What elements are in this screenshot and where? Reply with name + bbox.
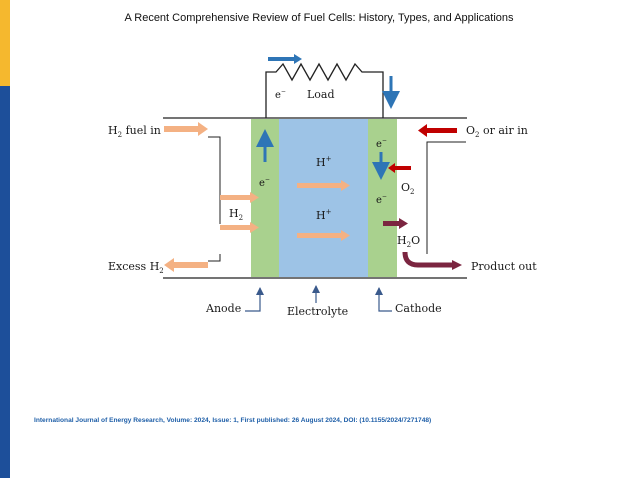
proton-arrow-lower (297, 233, 341, 238)
electron-flow-right-arrowhead (294, 54, 302, 64)
h2-to-anode-arrowhead-lower (250, 222, 259, 233)
cathode-pointer (375, 287, 392, 312)
h2-to-anode-arrowhead-upper (250, 192, 259, 203)
proton-arrowhead-upper (341, 180, 350, 191)
proton-arrow-upper (297, 183, 341, 188)
anode-fuel-inlet-line (208, 136, 221, 224)
excess-h2-arrowhead (164, 258, 174, 272)
h2-fuel-in-label: H2 fuel in (108, 124, 161, 139)
load-electron-label: e− (275, 88, 286, 101)
o2-to-cathode-arrowhead (388, 163, 395, 173)
h2-fuel-in-arrow (164, 126, 198, 132)
cathode-electron-label-upper: e− (376, 137, 387, 150)
h2-to-anode-arrow-lower (220, 225, 250, 230)
cathode-electrode (368, 119, 397, 277)
proton-arrowhead-lower (341, 230, 350, 241)
excess-h2-label: Excess H2 (108, 260, 164, 275)
cathode-air-inlet-line (426, 141, 466, 254)
external-circuit-wire (265, 62, 384, 118)
o2-or-air-in-label: O2 or air in (466, 124, 528, 139)
accent-bar-blue (0, 86, 10, 478)
o2-to-cathode-arrow (395, 166, 411, 170)
h2o-label: H2O (397, 234, 420, 249)
h2-to-anode-arrow-upper (220, 195, 250, 200)
anode-pointer (245, 287, 264, 312)
electron-flow-right-arrow (268, 57, 294, 61)
product-out-arrow (402, 251, 452, 268)
o2-in-arrowhead (418, 124, 427, 137)
accent-bar-yellow (0, 0, 10, 86)
h2-fuel-in-arrowhead (198, 122, 208, 136)
load-label: Load (307, 88, 335, 101)
electrolyte-label: Electrolyte (287, 305, 348, 318)
excess-h2-arrow (174, 262, 208, 268)
anode-label: Anode (205, 302, 241, 315)
slide-title: A Recent Comprehensive Review of Fuel Ce… (124, 12, 514, 24)
product-out-label: Product out (471, 260, 537, 273)
h-plus-label-upper: H+ (316, 155, 332, 169)
h-plus-label-lower: H+ (316, 208, 332, 222)
water-out-arrowhead (399, 218, 408, 229)
cathode-electron-label-lower: e− (376, 193, 387, 206)
o2-in-arrow (427, 128, 457, 133)
cathode-label: Cathode (395, 302, 442, 315)
o2-cathode-label: O2 (401, 181, 415, 196)
electrolyte-region (279, 119, 368, 277)
water-out-arrow (383, 221, 399, 226)
anode-exhaust-line (208, 254, 221, 262)
anode-electron-label: e− (259, 176, 270, 189)
product-out-arrowhead (452, 260, 462, 270)
citation: International Journal of Energy Research… (34, 417, 432, 424)
h2-anode-label: H2 (229, 207, 243, 222)
